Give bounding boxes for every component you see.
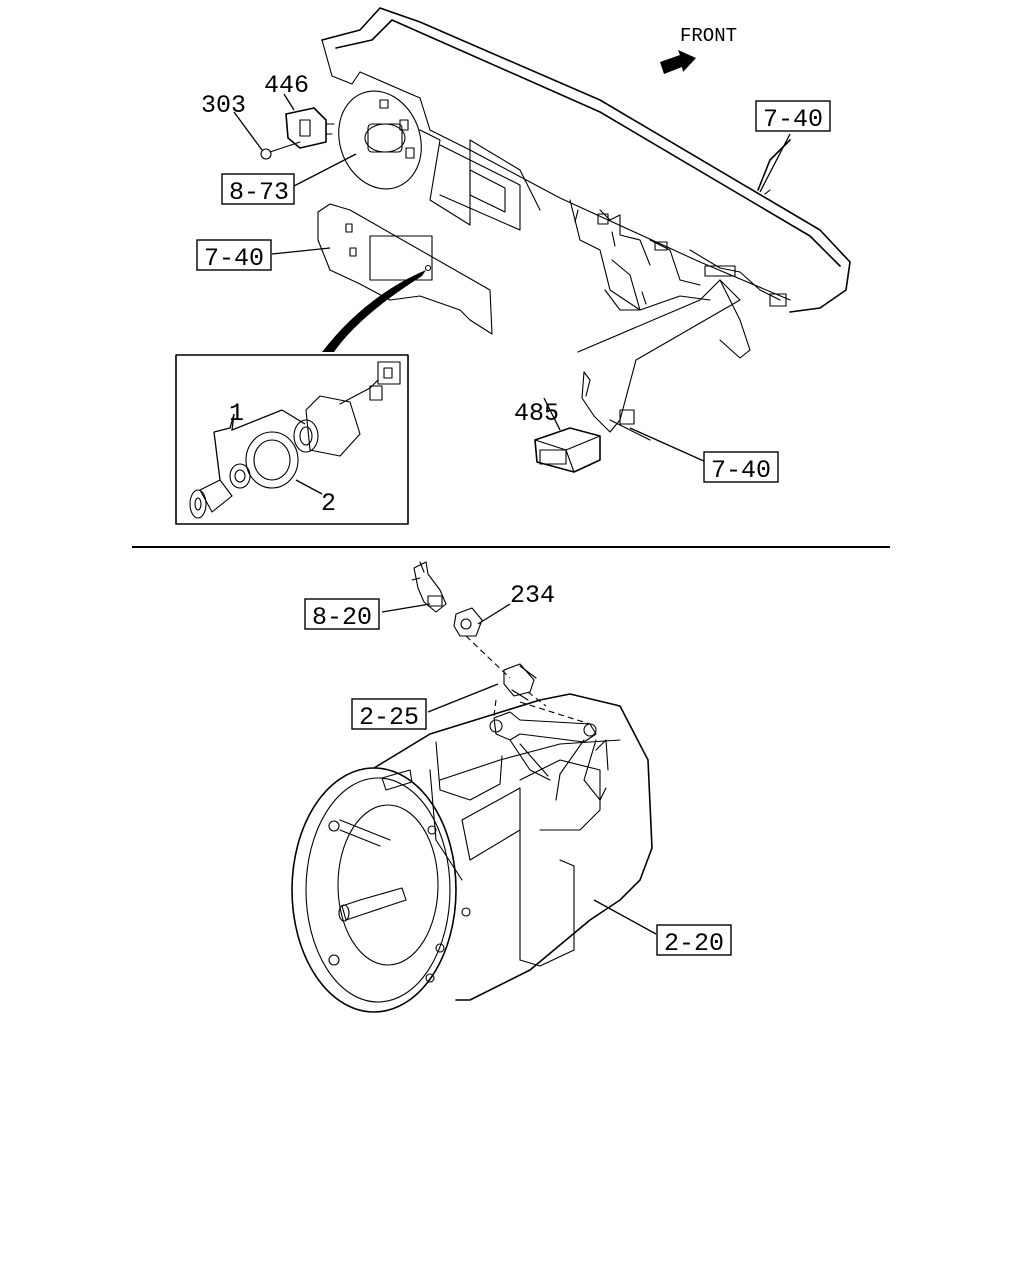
ref-label-8-73: 8-73 xyxy=(229,178,289,207)
dashboard-panel xyxy=(317,7,851,359)
transmission-assembly xyxy=(291,693,653,1013)
ref-box-7-40-left: 7-40 xyxy=(196,239,272,273)
ref-box-8-73: 8-73 xyxy=(221,173,295,207)
screw-303 xyxy=(260,141,301,160)
front-indicator: FRONT xyxy=(660,25,737,74)
relay-446 xyxy=(285,107,335,149)
part-number-485: 485 xyxy=(514,399,559,428)
part-number-234: 234 xyxy=(510,581,555,610)
reference-labels: 8-73 7-40 7-40 7-40 8-20 2-25 2-20 xyxy=(196,100,831,958)
arrow-icon xyxy=(660,50,696,74)
part-number-1: 1 xyxy=(229,399,244,428)
ref-label-8-20: 8-20 xyxy=(312,603,372,632)
part-number-labels: 303 446 485 1 2 234 xyxy=(201,71,559,610)
ref-label-7-40-bottom: 7-40 xyxy=(711,456,771,485)
part-number-303: 303 xyxy=(201,91,246,120)
ref-label-2-25: 2-25 xyxy=(359,703,419,732)
ref-box-7-40-top: 7-40 xyxy=(755,100,831,134)
part-number-2: 2 xyxy=(321,489,336,518)
ref-label-2-20: 2-20 xyxy=(664,929,724,958)
speed-sensor-assembly xyxy=(411,561,547,707)
ref-box-7-40-bottom: 7-40 xyxy=(703,451,779,485)
front-label: FRONT xyxy=(680,25,737,47)
switch-detail-inset xyxy=(175,354,409,525)
upper-leaders xyxy=(233,93,791,463)
ref-box-8-20: 8-20 xyxy=(304,598,380,632)
detail-pointer xyxy=(322,270,426,352)
ref-box-2-20: 2-20 xyxy=(656,924,732,958)
ref-box-2-25: 2-25 xyxy=(351,698,427,732)
control-module-485 xyxy=(534,279,741,473)
lower-leaders xyxy=(381,603,657,935)
ref-label-7-40-top: 7-40 xyxy=(763,105,823,134)
part-number-446: 446 xyxy=(264,71,309,100)
ref-label-7-40-left: 7-40 xyxy=(204,244,264,273)
